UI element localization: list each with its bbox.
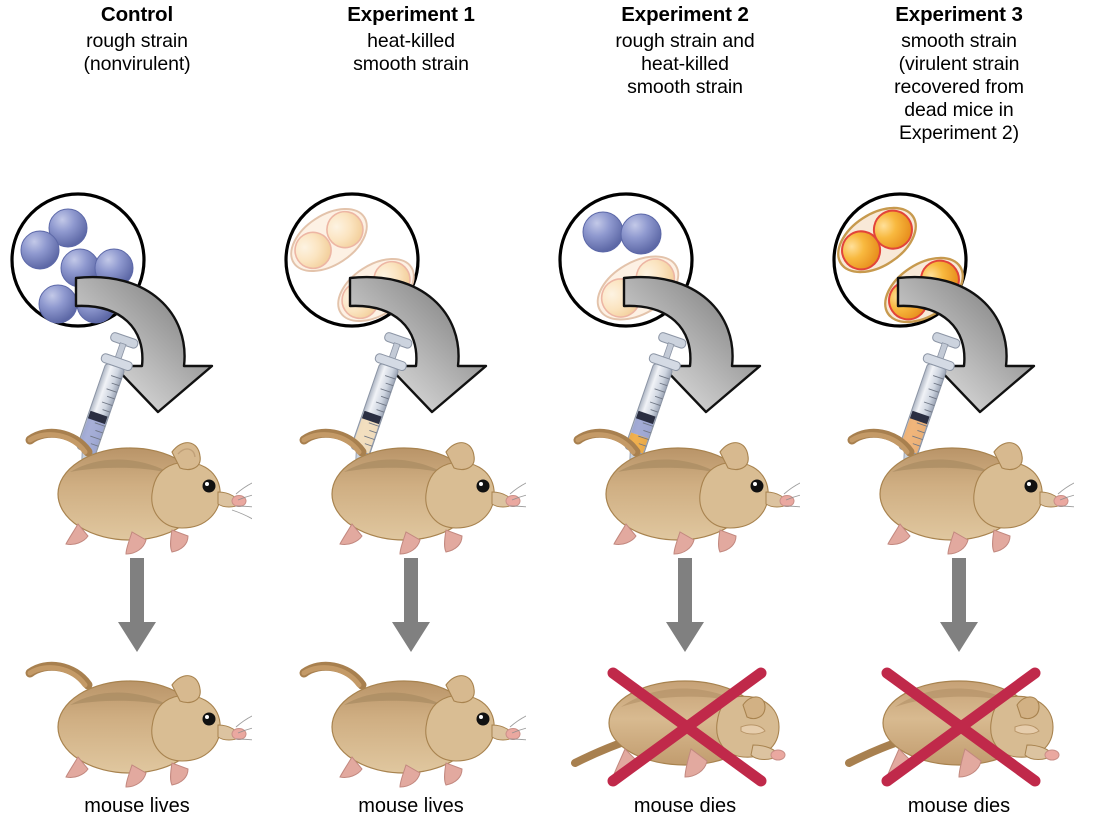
injection-stage	[274, 188, 548, 488]
down-arrow-icon	[666, 558, 704, 652]
injection-curved-arrow	[896, 275, 1036, 414]
column-title: Experiment 1	[347, 3, 475, 26]
experiment-column-experiment-2: Experiment 2 rough strain and heat-kille…	[548, 0, 822, 831]
injection-stage	[548, 188, 822, 488]
column-subtitle: rough strain (nonvirulent)	[83, 29, 191, 75]
column-title: Control	[100, 3, 174, 26]
mouse-alive-illustration	[299, 428, 526, 555]
column-title: Experiment 3	[895, 3, 1023, 26]
mouse-alive-illustration	[25, 661, 252, 788]
mouse-dead-illustration	[845, 667, 1060, 787]
experiment-column-control: Control rough strain (nonvirulent)	[0, 0, 274, 831]
mouse-alive-illustration	[573, 428, 800, 555]
result-mouse-stage	[822, 645, 1096, 795]
mouse-alive-illustration	[25, 428, 252, 555]
outcome-label: mouse lives	[358, 795, 464, 817]
injection-stage	[822, 188, 1096, 488]
injection-curved-arrow	[622, 275, 762, 414]
injection-stage	[0, 188, 274, 488]
outcome-label: mouse dies	[907, 795, 1011, 817]
outcome-arrow-stage	[0, 558, 274, 654]
injected-mouse-stage	[0, 412, 274, 562]
outcome-label: mouse dies	[633, 795, 737, 817]
result-mouse-stage	[548, 645, 822, 795]
dead-cross-icon	[607, 667, 767, 787]
experiment-column-experiment-1: Experiment 1 heat-killed smooth strain	[274, 0, 548, 831]
injected-mouse-stage	[548, 412, 822, 562]
syringe	[76, 332, 139, 483]
down-arrow-icon	[940, 558, 978, 652]
mouse-alive-illustration	[847, 428, 1074, 555]
result-mouse-stage	[274, 645, 548, 795]
column-subtitle: rough strain and heat-killed smooth stra…	[615, 29, 755, 98]
column-subtitle: heat-killed smooth strain	[353, 29, 469, 75]
column-title: Experiment 2	[621, 3, 749, 26]
outcome-arrow-stage	[274, 558, 548, 654]
injected-mouse-stage	[274, 412, 548, 562]
mouse-dead-illustration	[571, 667, 786, 787]
mouse-alive-illustration	[299, 661, 526, 788]
column-subtitle: smooth strain (virulent strain recovered…	[894, 29, 1024, 144]
dead-cross-icon	[881, 667, 1041, 787]
experiment-column-experiment-3: Experiment 3 smooth strain (virulent str…	[822, 0, 1096, 831]
injection-curved-arrow	[74, 275, 214, 414]
result-mouse-stage	[0, 645, 274, 795]
down-arrow-icon	[118, 558, 156, 652]
outcome-arrow-stage	[548, 558, 822, 654]
bacteria-cells	[20, 208, 134, 324]
outcome-arrow-stage	[822, 558, 1096, 654]
down-arrow-icon	[392, 558, 430, 652]
injection-curved-arrow	[348, 275, 488, 414]
injected-mouse-stage	[822, 412, 1096, 562]
outcome-label: mouse lives	[84, 795, 190, 817]
